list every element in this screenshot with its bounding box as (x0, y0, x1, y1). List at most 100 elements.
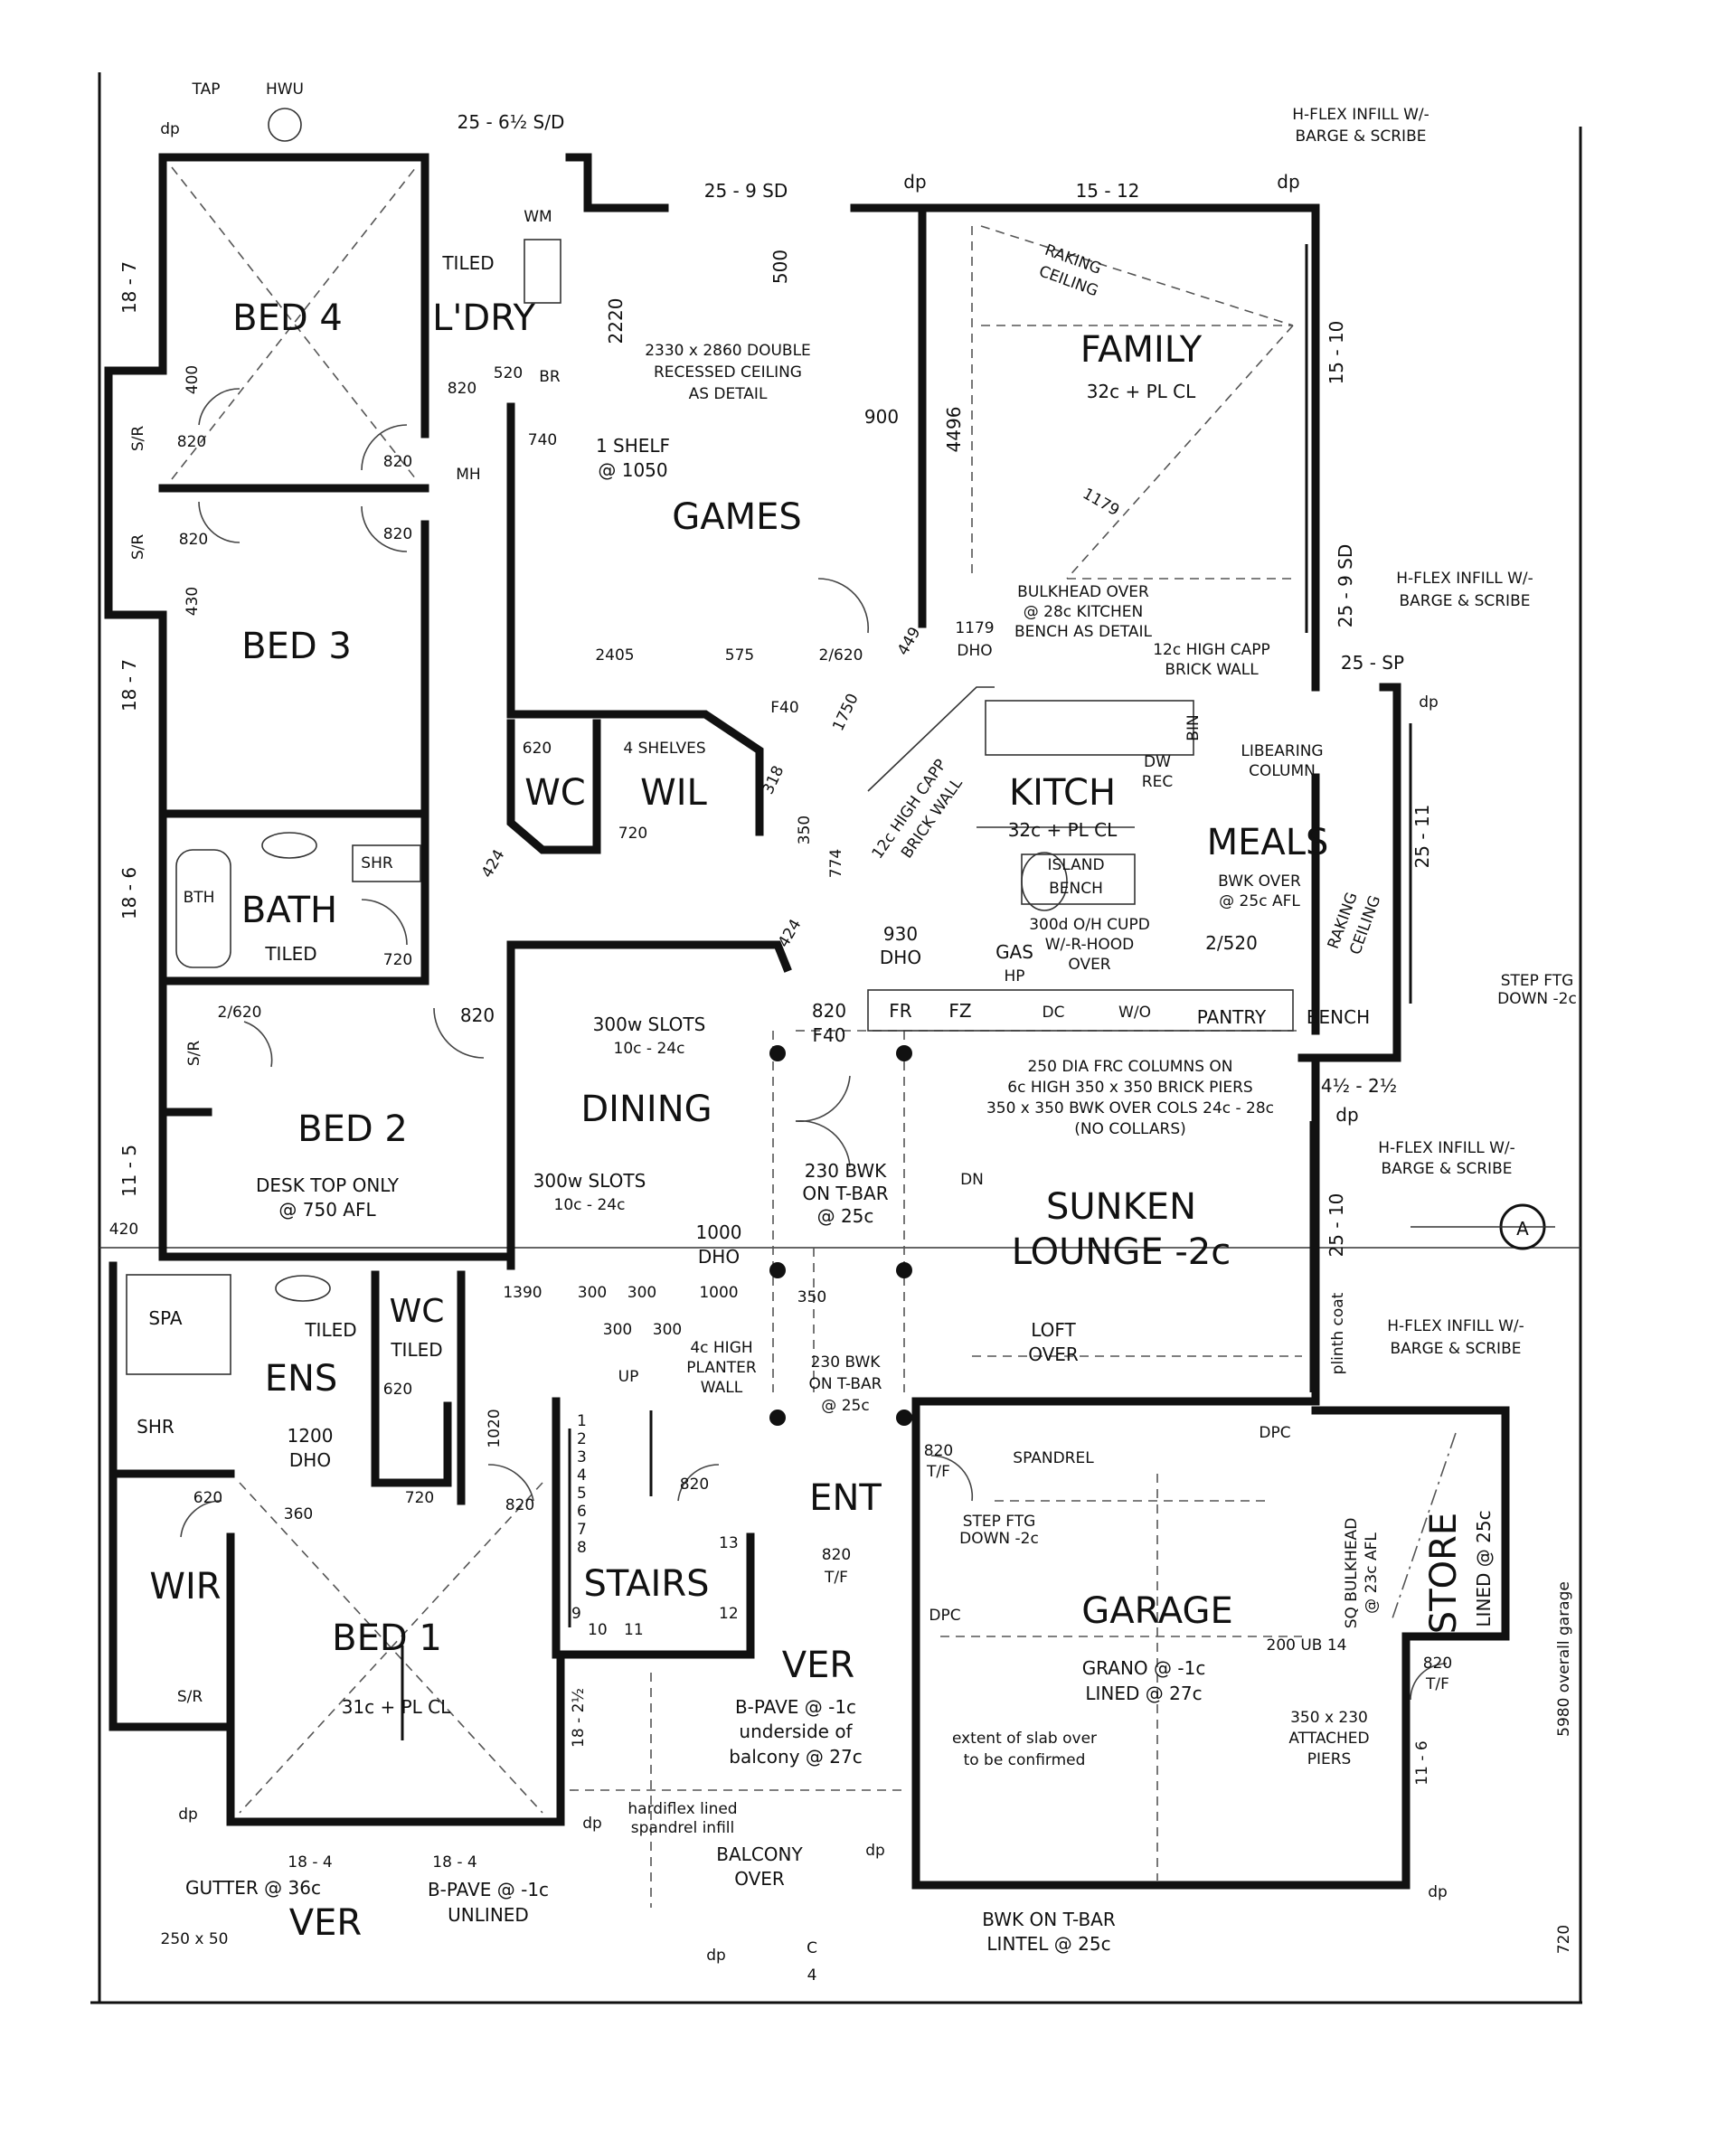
dim-820-h: 820 (680, 1476, 709, 1494)
dim-900: 900 (864, 406, 899, 428)
dim-350-b: 350 (797, 1288, 826, 1306)
overhead-lines (171, 166, 1457, 1908)
dim-25-11: 25 - 11 (1411, 805, 1433, 869)
step-3: STEP FTG (963, 1513, 1036, 1531)
note-shelves: 4 SHELVES (623, 740, 705, 758)
label-wil: WIL (640, 772, 707, 814)
dim-11-5: 11 - 5 (118, 1145, 140, 1197)
note-dp-9: dp (1428, 1883, 1448, 1901)
section-a-label: A (1516, 1218, 1529, 1240)
step-1: STEP FTG (1501, 972, 1574, 990)
label-store: STORE (1423, 1513, 1465, 1634)
note-sr-a: S/R (129, 426, 147, 452)
dim-18-6: 18 - 6 (118, 867, 140, 919)
label-bed2: BED 2 (297, 1108, 408, 1150)
stair-step-8: 8 (577, 1539, 587, 1557)
step-2: DOWN -2c (1497, 990, 1577, 1008)
note-dp-10: dp (706, 1947, 726, 1965)
note-gas: GAS (995, 941, 1033, 963)
planter-1: 4c HIGH (690, 1339, 752, 1357)
island-1: ISLAND (1047, 856, 1104, 874)
walls (104, 153, 1510, 1890)
stair-step-3: 3 (577, 1448, 587, 1466)
dim-820-k: 820 (822, 1546, 851, 1564)
cupd-2: W/-R-HOOD (1045, 936, 1135, 954)
note-f40-b: F40 (813, 1024, 846, 1046)
note-sd-games: 25 - 9 SD (704, 180, 788, 202)
note-hflex-6: BARGE & SCRIBE (1382, 1160, 1513, 1178)
label-wc-upper: WC (524, 772, 585, 814)
hardi-2: spandrel infill (631, 1819, 734, 1837)
note-dho-2: DHO (880, 947, 921, 968)
dim-1179-b: 1179 (955, 619, 994, 637)
note-tf-3: T/F (1425, 1675, 1449, 1693)
dim-1179: 1179 (1080, 485, 1122, 520)
slab-1: extent of slab over (952, 1730, 1097, 1748)
note-hflex-4: BARGE & SCRIBE (1400, 592, 1531, 610)
cols-1: 250 DIA FRC COLUMNS ON (1027, 1058, 1232, 1076)
bpave-1: B-PAVE @ -1c (428, 1879, 549, 1900)
dim-820-j: 820 (505, 1496, 534, 1514)
dim-1200: 1200 (288, 1425, 334, 1447)
piers-3: PIERS (1307, 1750, 1352, 1768)
dim-930: 930 (883, 923, 918, 945)
note-hwu: HWU (266, 80, 304, 99)
note-hflex-3: H-FLEX INFILL W/- (1396, 570, 1533, 588)
dim-774: 774 (827, 849, 845, 878)
piers-1: 350 x 230 (1290, 1709, 1368, 1727)
dim-4-2: 4½ - 2½ (1321, 1075, 1397, 1097)
label-dining: DINING (580, 1089, 712, 1130)
kitch-ceiling: 32c + PL CL (1008, 819, 1118, 841)
dim-820-e: 820 (383, 525, 412, 543)
planter-2: PLANTER (686, 1359, 757, 1377)
dim-424-a: 424 (478, 846, 509, 881)
note-dpc-2: DPC (929, 1607, 960, 1625)
bed1-ceiling: 31c + PL CL (342, 1696, 451, 1718)
note-dpc-1: DPC (1259, 1424, 1290, 1442)
store-note: LINED @ 25c (1473, 1510, 1495, 1627)
dim-820-c: 820 (383, 453, 412, 471)
fixtures (126, 108, 1448, 1740)
stair-step-9: 9 (571, 1605, 581, 1623)
slab-2: to be confirmed (964, 1751, 1086, 1769)
stair-step-12: 12 (719, 1605, 739, 1623)
piers-2: ATTACHED (1288, 1730, 1369, 1748)
note-dp-7: dp (582, 1815, 602, 1833)
cupd-3: OVER (1068, 956, 1110, 974)
label-spa: SPA (148, 1307, 182, 1329)
columns (769, 1045, 912, 1426)
bwk-tbar-2: LINTEL @ 25c (986, 1933, 1110, 1955)
note-hflex-7: H-FLEX INFILL W/- (1387, 1317, 1524, 1335)
note-spandrel: SPANDREL (1013, 1449, 1094, 1467)
bpave-2: UNLINED (448, 1904, 529, 1926)
capp-1: 12c HIGH CAPP (1153, 641, 1270, 659)
bwk-tbar-1: BWK ON T-BAR (982, 1909, 1116, 1930)
dim-2220: 2220 (605, 298, 627, 344)
capp-2: BRICK WALL (1165, 661, 1259, 679)
label-bath: BATH (241, 890, 337, 931)
dim-820-d: 820 (179, 531, 208, 549)
loft-2: OVER (1028, 1344, 1079, 1365)
dim-820-f: 820 (460, 1004, 495, 1026)
label-lounge: LOUNGE -2c (1012, 1231, 1231, 1273)
stair-step-4: 4 (577, 1466, 587, 1485)
note-dc: DC (1043, 1004, 1065, 1022)
dim-820-l: 820 (1423, 1655, 1452, 1673)
cupd-1: 300d O/H CUPD (1029, 916, 1150, 934)
note-ub: 200 UB 14 (1267, 1636, 1347, 1655)
dim-1390: 1390 (503, 1284, 542, 1302)
label-sunken: SUNKEN (1046, 1186, 1196, 1228)
dim-420: 420 (109, 1221, 138, 1239)
dim-15-10: 15 - 10 (1326, 321, 1347, 385)
stair-step-11: 11 (624, 1621, 644, 1639)
dim-2405: 2405 (595, 646, 634, 665)
cols-2: 6c HIGH 350 x 350 BRICK PIERS (1007, 1079, 1252, 1097)
bwk-2: @ 25c AFL (1219, 892, 1300, 910)
stair-step-2: 2 (577, 1430, 587, 1448)
slots-1: 300w SLOTS (593, 1014, 706, 1035)
label-ldry: L'DRY (432, 297, 535, 339)
tbar-a: ON T-BAR (802, 1183, 888, 1204)
bwk230-b: 230 BWK (811, 1353, 882, 1372)
note-mh: MH (456, 466, 480, 484)
dim-18-7-a: 18 - 7 (118, 261, 140, 314)
